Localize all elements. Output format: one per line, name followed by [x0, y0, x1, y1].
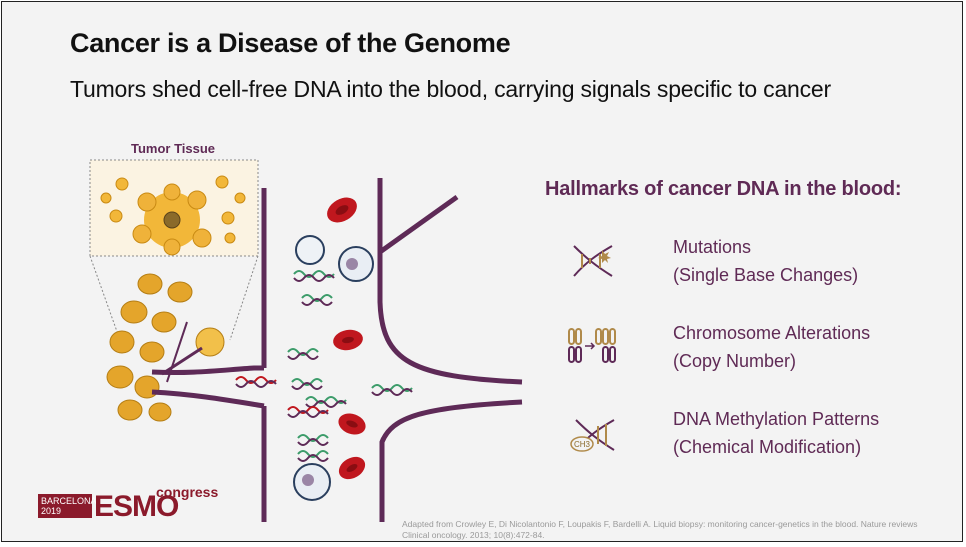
red-blood-cells: [327, 197, 366, 480]
hallmark-mutations-label: Mutations: [673, 237, 752, 257]
hallmark-methylation-label: DNA Methylation Patterns: [673, 409, 880, 429]
white-blood-cells: [293, 235, 374, 501]
hallmark-methylation-detail: (Chemical Modification): [673, 437, 862, 457]
ch3-label: CH3: [574, 440, 591, 449]
citation: Adapted from Crowley E, Di Nicolantonio …: [402, 519, 962, 541]
hallmarks-title: Hallmarks of cancer DNA in the blood:: [545, 178, 902, 200]
hallmark-chromosome-detail: (Copy Number): [673, 351, 797, 371]
liquid-biopsy-illustration: [89, 159, 523, 522]
chromosome-icon: [568, 328, 616, 363]
tumor-tissue-label: Tumor Tissue: [131, 141, 216, 156]
logo-brand: ESMO: [94, 490, 179, 523]
logo-city: BARCELONA: [41, 496, 97, 506]
hallmark-mutations: Mutations (Single Base Changes): [673, 233, 858, 289]
logo-year: 2019: [41, 506, 62, 516]
tumor-cells: [106, 273, 225, 422]
citation-line-1: Adapted from Crowley E, Di Nicolantonio …: [402, 519, 918, 529]
hallmark-chromosome-alterations: Chromosome Alterations (Copy Number): [673, 319, 870, 375]
logo-suffix: congress: [156, 484, 219, 500]
logo-city-block: BARCELONA 2019: [38, 494, 97, 518]
slide-subtitle: Tumors shed cell-free DNA into the blood…: [70, 76, 831, 102]
hallmark-methylation: DNA Methylation Patterns (Chemical Modif…: [673, 405, 879, 461]
hallmark-chromosome-label: Chromosome Alterations: [673, 323, 871, 343]
hallmark-mutations-detail: (Single Base Changes): [673, 265, 859, 285]
vessel-wall-right: [377, 178, 523, 522]
slide-title: Cancer is a Disease of the Genome: [70, 28, 511, 58]
methylation-icon: CH3: [570, 419, 615, 452]
citation-line-2: Clinical oncology. 2013; 10(8):472-84.: [402, 530, 545, 540]
tumor-cell-cluster: [100, 175, 246, 256]
cell-free-dna-fragments: [235, 270, 413, 462]
dna-mutation-icon: [573, 245, 613, 277]
